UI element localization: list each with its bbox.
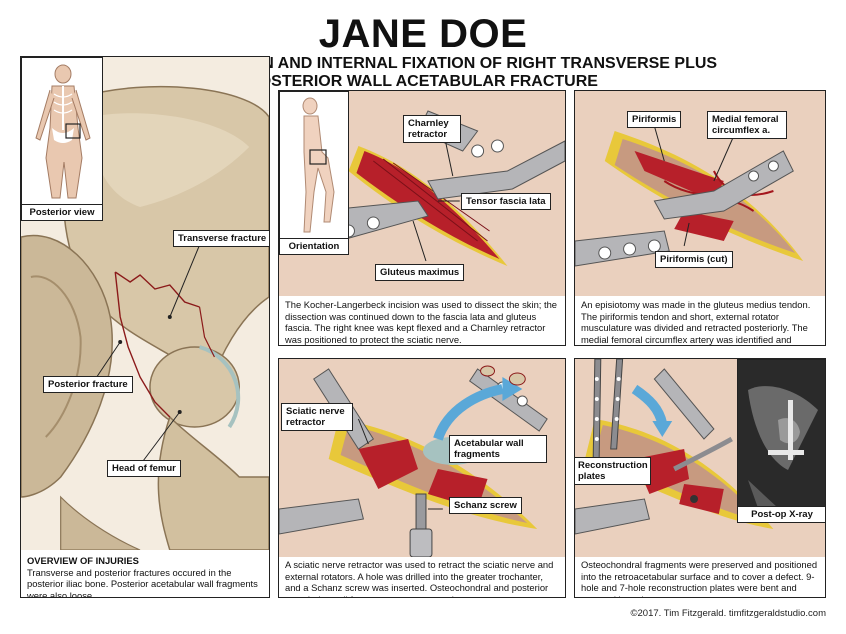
piriformis-caption: An episiotomy was made in the gluteus me… (581, 299, 811, 345)
overview-caption-title: OVERVIEW OF INJURIES (27, 555, 139, 566)
patient-figure (280, 92, 348, 240)
charnley-retractor-label: Charnley retractor (403, 115, 461, 143)
reconstruction-plates-label: Reconstruction plates (575, 457, 651, 485)
head-of-femur-label: Head of femur (107, 460, 181, 477)
overview-caption-text: Transverse and posterior fractures occur… (27, 566, 258, 598)
medial-femoral-circumflex-label: Medial femoral circumflex a. (707, 111, 787, 139)
overview-panel: Posterior view Transverse fracture Poste… (20, 56, 270, 598)
piriformis-label: Piriformis (627, 111, 682, 128)
overview-caption: OVERVIEW OF INJURIES Transverse and post… (27, 555, 263, 598)
orientation-inset: Orientation (279, 91, 349, 255)
subtitle-line-1: OPEN REDUCTION AND INTERNAL FIXATION OF … (128, 55, 718, 72)
transverse-fracture-label: Transverse fracture (173, 230, 269, 247)
gluteus-maximus-label: Gluteus maximus (375, 264, 465, 281)
skeleton-figure (22, 58, 102, 206)
copyright-text: ©2017. Tim Fitzgerald. timfitzgeraldstud… (630, 608, 827, 619)
sciatic-caption: A sciatic nerve retractor was used to re… (285, 559, 554, 597)
tensor-fascia-lata-label: Tensor fascia lata (461, 193, 551, 210)
schanz-screw-label: Schanz screw (449, 497, 522, 514)
incision-caption: The Kocher-Langerbeck incision was used … (285, 299, 558, 345)
plates-panel: Post-op X-ray Reconstruction plates Oste… (574, 358, 826, 598)
posterior-view-inset: Posterior view (21, 57, 103, 221)
plates-caption: Osteochondral fragments were preserved a… (581, 559, 818, 597)
orientation-label: Orientation (280, 238, 348, 254)
acetabular-wall-fragments-label: Acetabular wall fragments (449, 435, 547, 463)
incision-panel: Orientation Charnley retractor Tensor fa… (278, 90, 566, 346)
posterior-fracture-label: Posterior fracture (43, 376, 133, 393)
page-title: JANE DOE (318, 12, 528, 56)
posterior-view-label: Posterior view (22, 204, 102, 220)
sciatic-nerve-retractor-label: Sciatic nerve retractor (281, 403, 353, 431)
xray-inset: Post-op X-ray (737, 359, 825, 523)
page-subtitle: OPEN REDUCTION AND INTERNAL FIXATION OF … (0, 55, 846, 91)
subtitle-line-2: POSTERIOR WALL ACETABULAR FRACTURE (248, 73, 598, 90)
piriformis-panel: Piriformis Medial femoral circumflex a. … (574, 90, 826, 346)
piriformis-cut-label: Piriformis (cut) (655, 251, 733, 268)
sciatic-panel: Sciatic nerve retractor Acetabular wall … (278, 358, 566, 598)
xray-label: Post-op X-ray (738, 506, 825, 522)
xray-image (738, 360, 825, 508)
